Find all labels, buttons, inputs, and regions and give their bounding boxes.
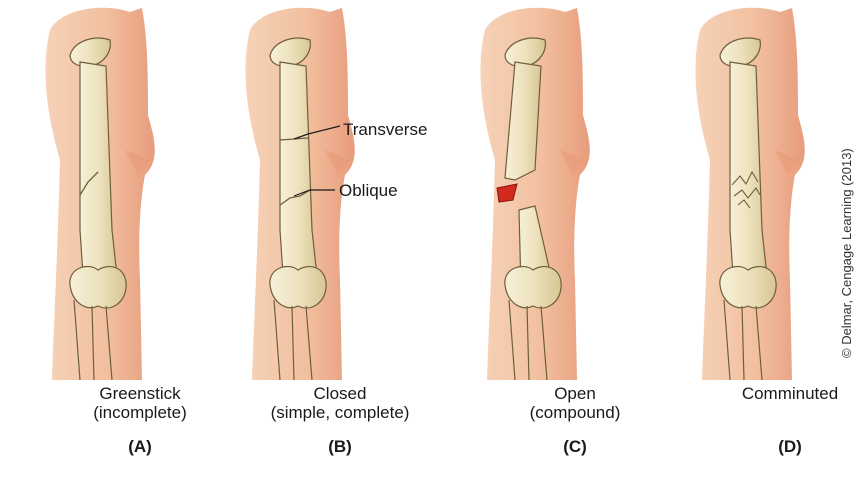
panel-caption-line-1: Greenstick — [40, 384, 240, 403]
panel-caption: Comminuted — [690, 384, 860, 403]
panel-greenstick: Greenstick (incomplete) (A) — [40, 0, 240, 486]
panel-caption-line-1: Open — [475, 384, 675, 403]
panel-caption: Open (compound) — [475, 384, 675, 422]
panel-caption: Closed (simple, complete) — [240, 384, 440, 422]
panel-caption-line-2: (simple, complete) — [240, 403, 440, 422]
panel-closed: Closed (simple, complete) (B) — [240, 0, 440, 486]
transverse-label: Transverse — [343, 120, 427, 140]
copyright-notice: © Delmar, Cengage Learning (2013) — [839, 148, 854, 358]
panel-caption: Greenstick (incomplete) — [40, 384, 240, 422]
panel-letter: (C) — [475, 437, 675, 457]
panel-letter: (A) — [40, 437, 240, 457]
panel-caption-line-1: Comminuted — [690, 384, 860, 403]
open-arm-illustration — [475, 0, 675, 380]
panel-letter: (B) — [240, 437, 440, 457]
greenstick-arm-illustration — [40, 0, 240, 380]
panel-comminuted: Comminuted (D) — [690, 0, 860, 486]
panel-open: Open (compound) (C) — [475, 0, 675, 486]
panel-caption-line-1: Closed — [240, 384, 440, 403]
panel-caption-line-2: (compound) — [475, 403, 675, 422]
oblique-label: Oblique — [339, 181, 398, 201]
panel-caption-line-2: (incomplete) — [40, 403, 240, 422]
panel-letter: (D) — [690, 437, 860, 457]
comminuted-arm-illustration — [690, 0, 860, 380]
